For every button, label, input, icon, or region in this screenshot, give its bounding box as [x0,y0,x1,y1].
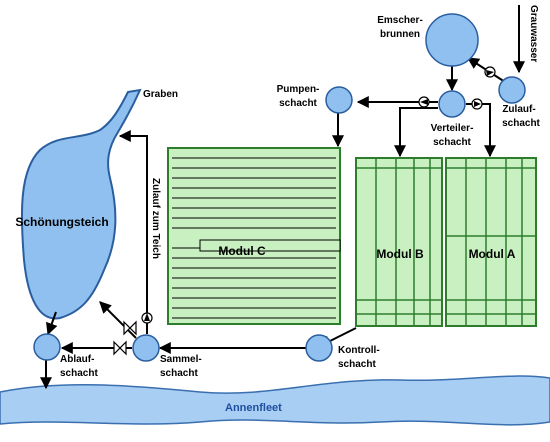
verteilerschacht-label-2: schacht [433,137,471,148]
valve-icon [123,320,137,336]
kontrollschacht-label-1: Kontroll- [338,345,380,356]
sammelschacht-label-1: Sammel- [160,354,202,365]
ablaufschacht-label-2: schacht [60,368,98,379]
pump-icon [471,98,483,110]
modul-c-label: Modul C [218,244,266,258]
modul-a-label: Modul A [469,247,516,261]
modul-b [355,157,443,327]
pump-icon [141,312,153,324]
annenfleet-water [0,375,550,426]
pond [20,88,142,320]
zulaufschacht-label-2: schacht [502,118,540,129]
grauwasser-label: Grauwasser [528,5,539,62]
annenfleet-label: Annenfleet [225,402,282,414]
kontrollschacht [305,334,333,362]
modul-c [167,147,341,325]
pump-icon [484,66,496,78]
kontrollschacht-label-2: schacht [338,359,376,370]
ablaufschacht [33,333,61,361]
zulaufschacht [498,76,526,104]
graben-label: Graben [143,89,178,100]
pond-label: Schönungsteich [15,215,108,229]
zulaufschacht-label-1: Zulauf- [502,104,535,115]
ablaufschacht-label-1: Ablauf- [60,354,94,365]
pumpenschacht-label-1: Pumpen- [277,84,320,95]
zulauf-teich-label: Zulauf zum Teich [150,178,161,259]
emscher-label-1: Emscher- [377,15,423,26]
verteilerschacht-label-1: Verteiler- [431,123,474,134]
emscher-label-2: brunnen [380,29,420,40]
pumpenschacht-label-2: schacht [279,98,317,109]
pumpenschacht [325,86,353,114]
verteilerschacht [438,90,466,118]
modul-a [445,157,537,327]
pump-icon [418,96,430,108]
emscherbrunnen [425,13,479,67]
sammelschacht [132,334,160,362]
valve-icon [113,340,127,356]
modul-b-label: Modul B [376,247,424,261]
sammelschacht-label-2: schacht [160,368,198,379]
